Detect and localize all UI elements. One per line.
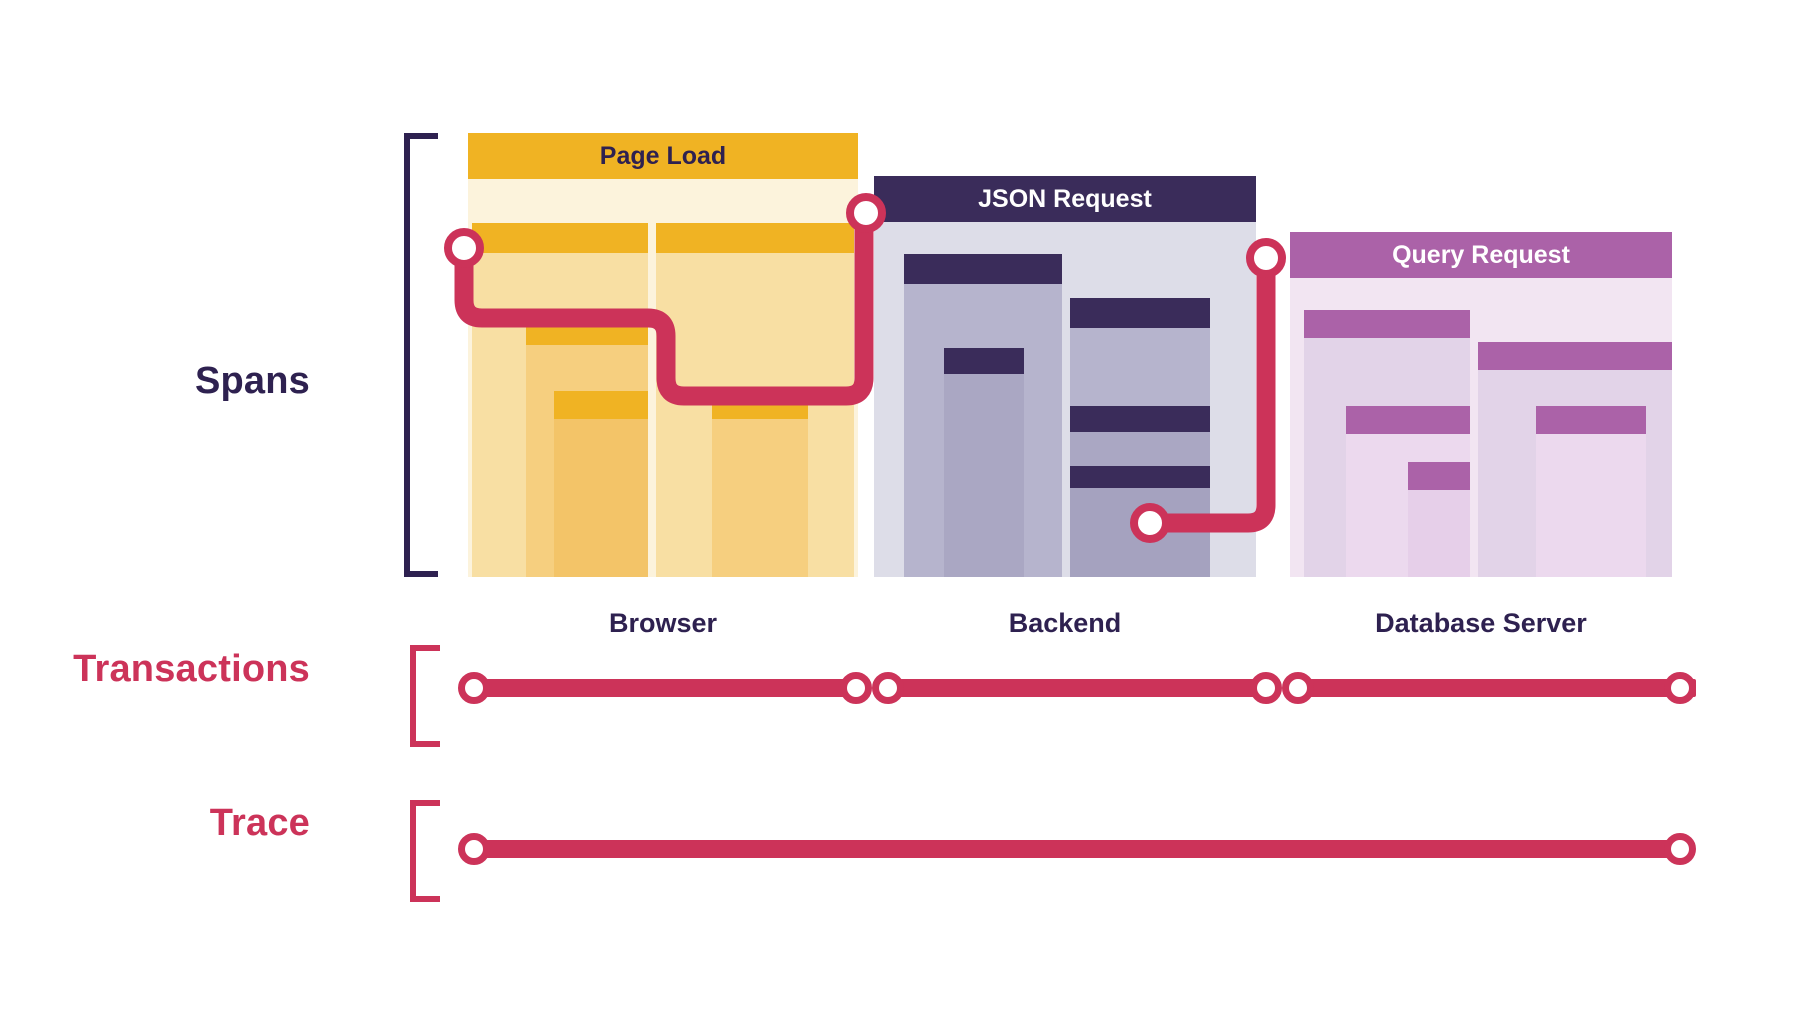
span-backend-b-grandchild[interactable]	[1070, 466, 1210, 577]
span-browser-b-cap	[656, 223, 854, 253]
span-database-a-child-cap	[1346, 406, 1470, 434]
span-backend-b-child-cap	[1070, 406, 1210, 432]
span-browser-b-child[interactable]	[712, 391, 808, 577]
span-browser-a-cap	[472, 223, 648, 253]
transaction-node-database-end[interactable]	[1664, 672, 1696, 704]
span-backend-a-child-cap	[944, 348, 1024, 374]
trace-segment-full[interactable]	[468, 840, 1680, 858]
trace-bracket	[410, 800, 440, 902]
span-backend-b-cap	[1070, 298, 1210, 328]
transaction-node-browser-start[interactable]	[458, 672, 490, 704]
span-database-a-grandchild[interactable]	[1408, 462, 1470, 577]
transactions-row-label: Transactions	[73, 648, 310, 690]
transaction-segment-database[interactable]	[1292, 679, 1696, 697]
transaction-node-backend-end[interactable]	[1250, 672, 1282, 704]
span-backend-a-cap	[904, 254, 1062, 284]
span-column-database: Query Request	[1290, 232, 1672, 577]
span-browser-a-child-cap	[526, 313, 648, 345]
span-backend-b-grandchild-cap	[1070, 466, 1210, 488]
transaction-node-browser-end[interactable]	[840, 672, 872, 704]
transactions-bracket	[410, 645, 440, 747]
span-backend-title: JSON Request	[874, 176, 1256, 222]
transaction-segment-backend[interactable]	[884, 679, 1280, 697]
column-caption-browser: Browser	[608, 608, 718, 638]
span-database-a-grandchild-cap	[1408, 462, 1470, 490]
span-browser-a-grandchild-cap	[554, 391, 648, 419]
span-database-b-cap	[1478, 342, 1672, 370]
trace-row-label: Trace	[209, 802, 310, 844]
span-database-b-child[interactable]	[1536, 406, 1646, 577]
transaction-node-backend-start[interactable]	[872, 672, 904, 704]
span-database-title: Query Request	[1290, 232, 1672, 278]
span-browser-a-grandchild[interactable]	[554, 391, 648, 577]
span-browser-title: Page Load	[468, 133, 858, 179]
trace-node-end[interactable]	[1664, 833, 1696, 865]
trace-node-start[interactable]	[458, 833, 490, 865]
span-column-backend: JSON Request	[874, 176, 1256, 577]
span-browser-b-child-cap	[712, 391, 808, 419]
column-caption-database: Database Server	[1375, 608, 1587, 638]
span-database-b-child-cap	[1536, 406, 1646, 434]
spans-row-label: Spans	[194, 360, 310, 402]
transaction-segment-browser[interactable]	[468, 679, 870, 697]
column-caption-backend: Backend	[1008, 608, 1122, 638]
spans-bracket	[404, 133, 438, 577]
transaction-node-database-start[interactable]	[1282, 672, 1314, 704]
span-column-browser: Page Load	[468, 133, 858, 577]
span-database-a-cap	[1304, 310, 1470, 338]
span-backend-a-child[interactable]	[944, 348, 1024, 577]
